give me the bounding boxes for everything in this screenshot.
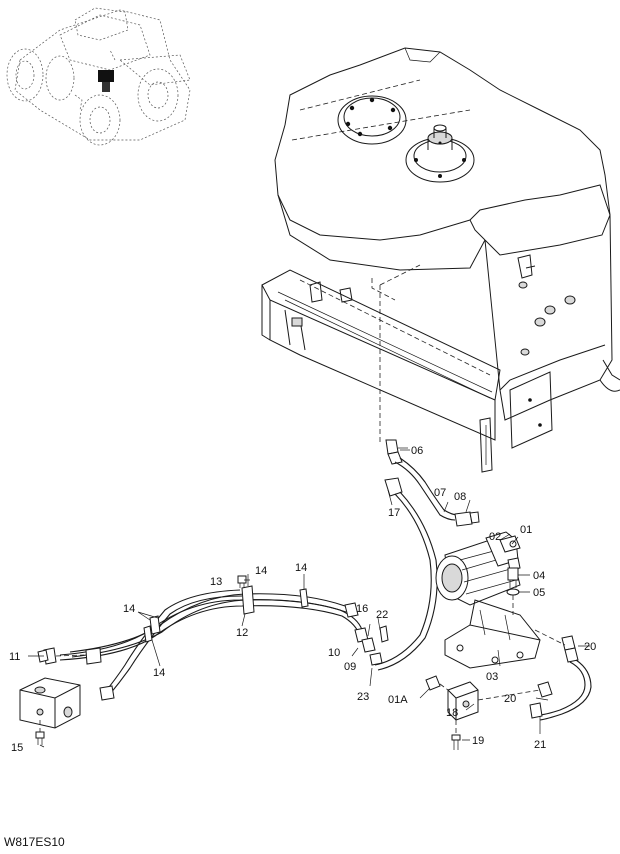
callout-11: 11 bbox=[9, 651, 20, 663]
highlight-marker-icon bbox=[98, 70, 114, 82]
fitting-11 bbox=[37, 647, 85, 665]
elbow-fitting-20-upper bbox=[561, 635, 579, 663]
callout-23: 23 bbox=[357, 691, 369, 703]
callout-14-mid: 14 bbox=[255, 565, 267, 577]
callout-14-right: 14 bbox=[295, 562, 307, 574]
leader-line bbox=[477, 689, 541, 701]
callout-20-upper: 20 bbox=[584, 641, 596, 653]
callout-13: 13 bbox=[210, 576, 222, 588]
callout-labels: 06 07 08 17 01 02 04 05 03 20 20 21 18 1… bbox=[9, 445, 596, 754]
callout-08: 08 bbox=[454, 491, 466, 503]
callout-06: 06 bbox=[411, 445, 423, 457]
callout-14-left: 14 bbox=[123, 603, 135, 615]
callout-14-bottom: 14 bbox=[153, 667, 165, 679]
callout-04: 04 bbox=[533, 570, 545, 582]
leader-line bbox=[534, 629, 566, 646]
callout-01: 01 bbox=[520, 524, 532, 536]
manifold-block-15 bbox=[19, 677, 81, 745]
callout-12: 12 bbox=[236, 627, 248, 639]
callout-leader-lines bbox=[28, 449, 590, 748]
callout-01A: 01A bbox=[388, 694, 408, 706]
diagram-code: W817ES10 bbox=[4, 835, 65, 849]
hose-23 bbox=[374, 477, 438, 671]
machine-locator-thumbnail bbox=[6, 7, 191, 146]
callout-16: 16 bbox=[356, 603, 368, 615]
callout-17: 17 bbox=[388, 507, 400, 519]
bolt-04-washer-05 bbox=[506, 567, 520, 615]
callout-21: 21 bbox=[534, 739, 546, 751]
callout-05: 05 bbox=[533, 587, 545, 599]
callout-19: 19 bbox=[472, 735, 484, 747]
valve-block-18 bbox=[447, 681, 479, 750]
callout-22: 22 bbox=[376, 609, 388, 621]
callout-10: 10 bbox=[328, 647, 340, 659]
pump-bracket-03 bbox=[444, 599, 541, 669]
elbow-fitting-20-lower bbox=[529, 681, 553, 719]
hose-07 bbox=[394, 457, 480, 527]
hose-21 bbox=[537, 659, 592, 721]
callout-09: 09 bbox=[344, 661, 356, 673]
hose-bundle-14 bbox=[59, 585, 389, 701]
hose-fitting-06 bbox=[385, 439, 408, 465]
bolt-13 bbox=[237, 575, 247, 588]
side-port-fittings bbox=[517, 254, 576, 356]
pump-motor-assembly bbox=[435, 531, 521, 606]
hydraulic-tank-assembly bbox=[261, 47, 620, 473]
callout-02: 02 bbox=[489, 531, 501, 543]
callout-15: 15 bbox=[11, 742, 23, 754]
callout-18: 18 bbox=[446, 707, 458, 719]
callout-20-lower: 20 bbox=[504, 693, 516, 705]
callout-03: 03 bbox=[486, 671, 498, 683]
callout-07: 07 bbox=[434, 487, 446, 499]
fitting-01A bbox=[425, 675, 449, 691]
